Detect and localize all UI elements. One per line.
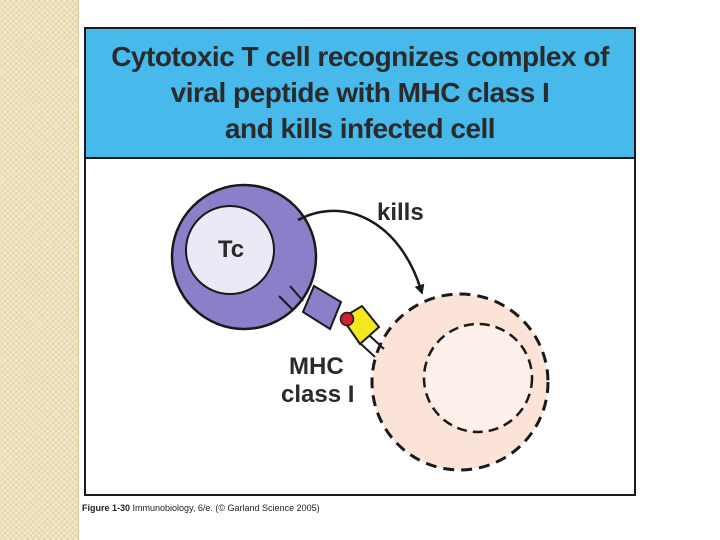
figure-caption: Figure 1-30 Immunobiology, 6/e. (© Garla… xyxy=(82,503,320,513)
title-line-2: viral peptide with MHC class I xyxy=(170,77,550,108)
caption-source: Immunobiology, 6/e. (© Garland Science 2… xyxy=(132,503,320,513)
figure-panel: Cytotoxic T cell recognizes complex of v… xyxy=(84,27,636,496)
tcr-stem-1 xyxy=(289,285,304,302)
mhc-label-line-2: class I xyxy=(281,381,354,408)
kills-label: kills xyxy=(377,199,424,226)
mhc-stem-1 xyxy=(369,335,385,350)
t-cell-receptor xyxy=(301,284,343,331)
decorative-side-strip xyxy=(0,0,79,540)
mhc-label-line-1: MHC xyxy=(289,353,344,380)
tcr-stem-2 xyxy=(278,295,294,311)
viral-peptide xyxy=(339,311,355,327)
t-cell-label: Tc xyxy=(218,236,244,263)
title-line-3: and kills infected cell xyxy=(224,113,496,144)
kills-arrow xyxy=(297,209,425,295)
title-band: Cytotoxic T cell recognizes complex of v… xyxy=(86,29,634,159)
title-line-1: Cytotoxic T cell recognizes complex of xyxy=(111,41,609,72)
t-cell-nucleus xyxy=(185,205,275,295)
caption-figure-number: Figure 1-30 xyxy=(82,503,131,513)
infected-cell-nucleus xyxy=(422,322,534,434)
mhc-stem-2 xyxy=(360,343,376,358)
